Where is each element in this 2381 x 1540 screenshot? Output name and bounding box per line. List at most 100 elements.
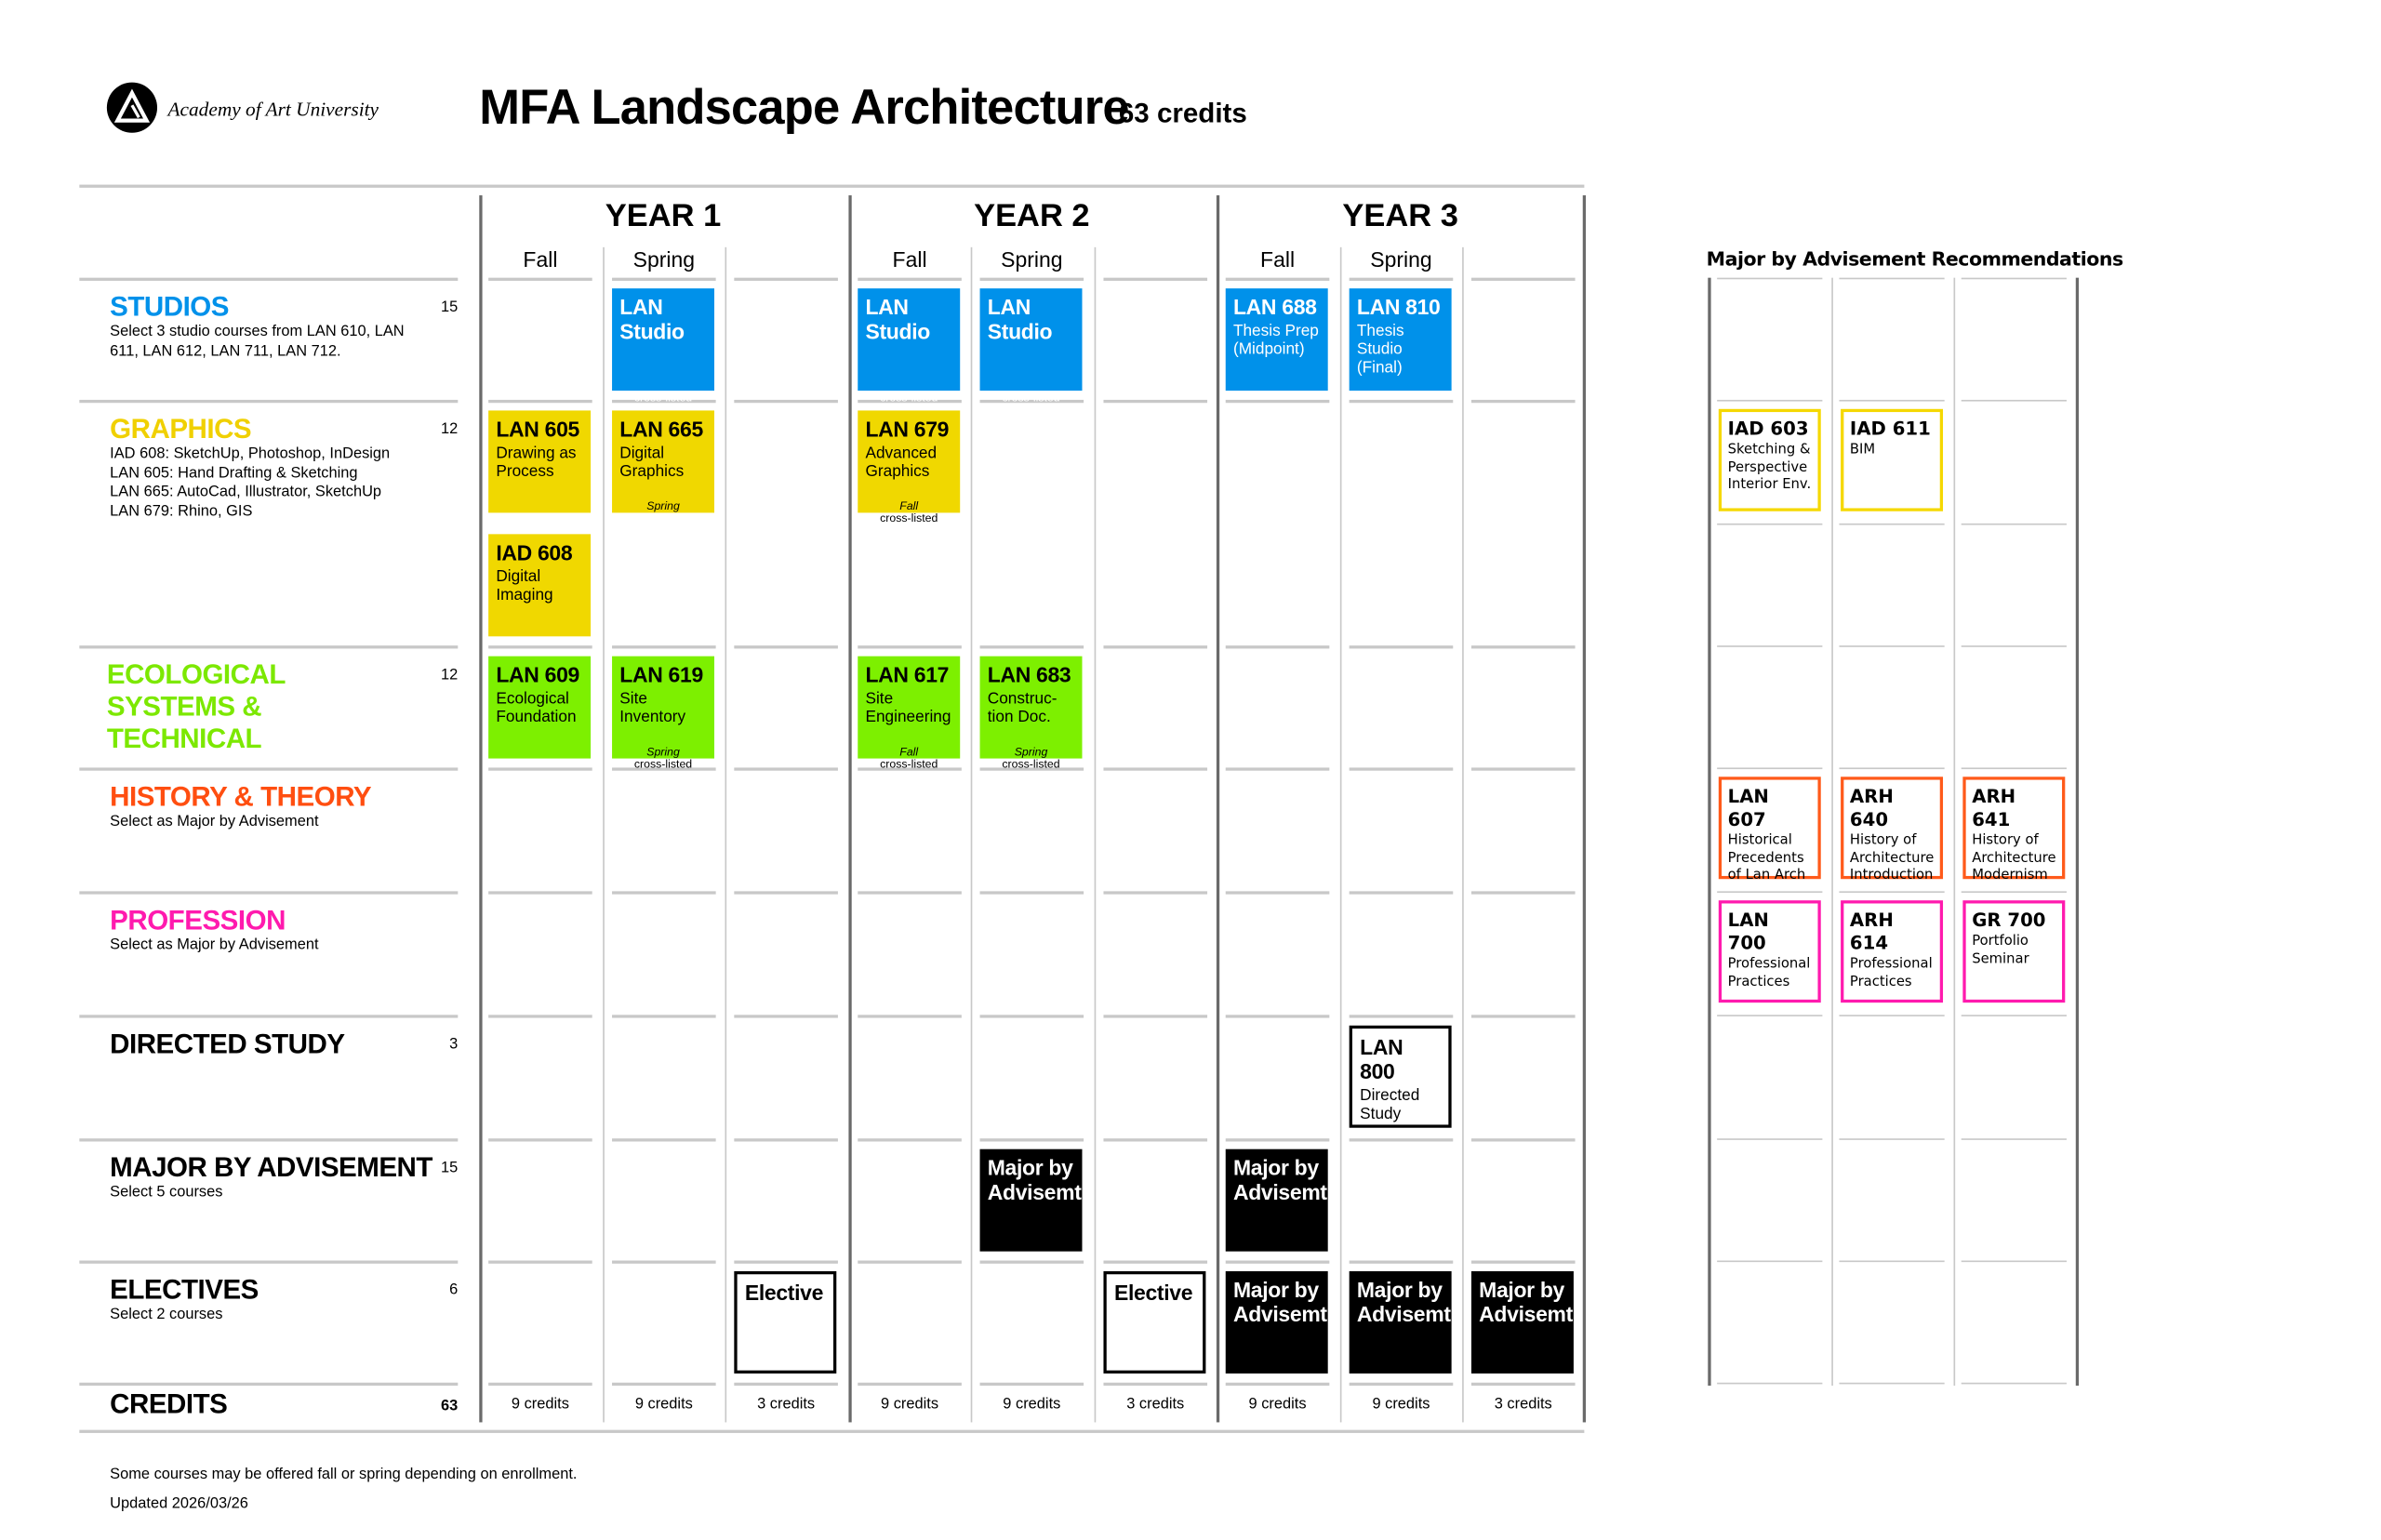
column-divider — [1462, 246, 1464, 1423]
cell-rule — [1225, 1138, 1330, 1141]
cell-rule — [1103, 277, 1208, 281]
cell-rule — [1470, 891, 1576, 894]
row-credits: 15 — [441, 299, 459, 316]
course-card[interactable]: Major by Advisemt — [1349, 1270, 1452, 1374]
course-code: ARH 614 — [1849, 909, 1894, 954]
cell-rule — [1349, 1015, 1454, 1017]
cell-rule — [1470, 1260, 1576, 1263]
course-code: LAN Studio — [619, 294, 685, 344]
cell-rule — [1225, 891, 1330, 894]
cell-rule — [1349, 645, 1454, 648]
cell-rule — [858, 1382, 962, 1386]
panel-column-divider — [1953, 277, 1956, 1387]
cell-rule — [734, 277, 838, 281]
course-card[interactable]: Major by Advisemt — [1225, 1270, 1328, 1374]
cell-rule — [1349, 399, 1454, 403]
course-card[interactable]: Major by Advisemt — [1470, 1270, 1574, 1374]
course-name: Drawing as Process — [496, 444, 577, 481]
cell-rule — [979, 1015, 1084, 1017]
course-card[interactable]: Major by Advisemt — [979, 1148, 1083, 1252]
cell-rule — [734, 399, 838, 403]
panel-rule — [1961, 523, 2067, 525]
course-card[interactable]: Major by Advisemt — [1225, 1148, 1328, 1252]
cell-rule — [979, 891, 1084, 894]
cell-rule — [979, 1138, 1084, 1141]
cell-rule — [1349, 767, 1454, 770]
course-code: IAD 603 — [1727, 418, 1809, 440]
row-rule — [79, 1015, 459, 1017]
cell-rule — [979, 399, 1084, 403]
course-code: LAN 607 — [1727, 786, 1769, 830]
cell-rule — [488, 891, 592, 894]
footer-note: Some courses may be offered fall or spri… — [110, 1467, 578, 1484]
course-code: ARH 641 — [1972, 786, 2016, 830]
panel-rule — [1717, 891, 1823, 894]
row-title: GRAPHICS — [110, 413, 252, 445]
course-code: LAN 619 — [619, 662, 703, 687]
cell-rule — [1225, 1260, 1330, 1263]
course-code: Major by Advisemt — [1479, 1277, 1573, 1327]
course-code: LAN 665 — [619, 417, 703, 442]
cell-rule — [979, 645, 1084, 648]
cell-rule — [1103, 767, 1208, 770]
column-credits: 3 credits — [1494, 1396, 1552, 1414]
panel-rule — [1839, 1138, 1945, 1140]
course-name: Historical Precedents of Lan Arch — [1727, 833, 1806, 884]
course-name: Construc-tion Doc. — [987, 689, 1057, 727]
column-divider — [1339, 246, 1342, 1423]
panel-rule — [1839, 399, 1945, 402]
cell-rule — [734, 1260, 838, 1263]
row-rule — [79, 1138, 459, 1141]
course-code: Major by Advisemt — [1356, 1277, 1451, 1327]
course-code: ARH 640 — [1849, 786, 1894, 830]
course-card[interactable]: Elective — [734, 1270, 837, 1374]
cell-rule — [612, 399, 716, 403]
row-description: 611, LAN 612, LAN 711, LAN 712. — [110, 342, 341, 360]
cell-rule — [1103, 1138, 1208, 1141]
row-description: LAN 665: AutoCad, Illustrator, SketchUp — [110, 484, 382, 501]
term-note: Spring — [646, 498, 680, 513]
university-logo-icon — [106, 82, 158, 133]
panel-rule — [1961, 277, 2067, 280]
cell-rule — [858, 767, 962, 770]
course-code: IAD 608 — [496, 539, 573, 565]
cell-rule — [1103, 399, 1208, 403]
row-title: ELECTIVES — [110, 1274, 259, 1306]
course-card[interactable]: Elective — [1103, 1270, 1206, 1374]
course-code: LAN 810 — [1356, 294, 1441, 319]
panel-rule — [1961, 645, 2067, 647]
course-code: Major by Advisemt — [1232, 1277, 1327, 1327]
row-rule — [79, 277, 459, 281]
course-code: LAN 683 — [987, 662, 1071, 687]
year-divider — [1582, 195, 1586, 1423]
row-title: STUDIOS — [110, 291, 230, 323]
bottom-rule — [79, 1429, 1585, 1433]
panel-rule — [1717, 645, 1823, 647]
cell-rule — [1225, 645, 1330, 648]
page-title: MFA Landscape Architecture — [479, 79, 1129, 135]
